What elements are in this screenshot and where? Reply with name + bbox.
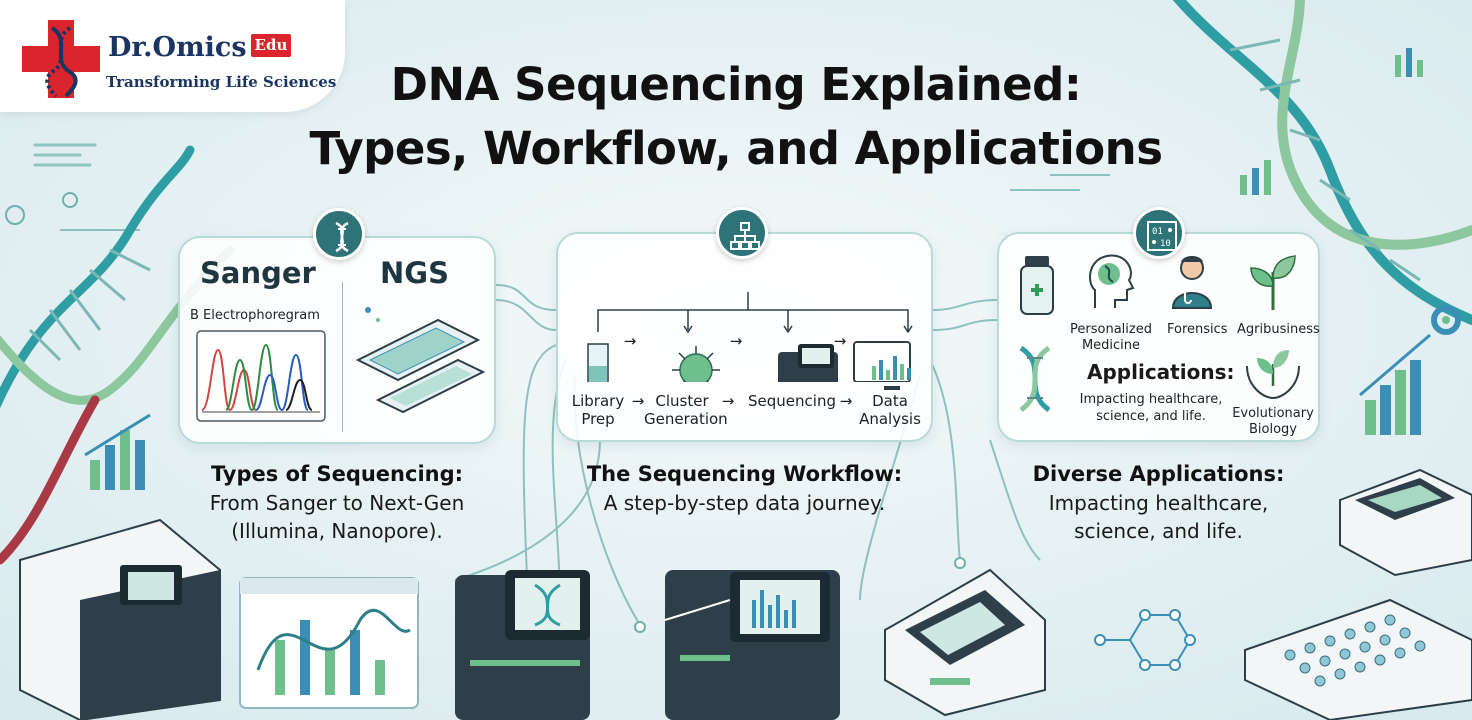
forensics-person-icon <box>1171 256 1213 309</box>
step-arrow-3: → <box>833 332 847 350</box>
page-title-line2: Types, Workflow, and Applications <box>309 122 1163 175</box>
sanger-label: Sanger <box>200 256 316 290</box>
electrophoregram-label: B Electrophoregram <box>190 308 320 323</box>
applications-panel: Personalized Medicine Forensics Agribusi… <box>997 232 1320 442</box>
workflow-caption-line1: A step-by-step data journey. <box>603 491 886 515</box>
applications-caption-line1: Impacting healthcare, <box>1048 491 1269 515</box>
svg-text:01: 01 <box>1152 227 1163 237</box>
applications-caption-line2: science, and life. <box>1074 519 1243 543</box>
logo-tagline: Transforming Life Sciences <box>106 73 337 91</box>
workflow-caption-heading: The Sequencing Workflow: <box>586 462 903 486</box>
types-caption-line2: (Illumina, Nanopore). <box>231 519 443 543</box>
step-cluster-generation: Cluster Generation <box>644 392 728 428</box>
electrophoregram-chart <box>196 330 326 422</box>
step-arrow-1: → <box>623 332 637 350</box>
step-data-analysis: Data Analysis <box>859 392 921 428</box>
applications-caption-heading: Diverse Applications: <box>1032 462 1285 486</box>
flow-cell-illustration <box>355 307 486 414</box>
applications-heading: Applications: <box>1087 360 1235 384</box>
personalized-medicine-icon <box>1089 254 1135 308</box>
dna-strand-icon <box>1019 346 1051 412</box>
types-panel: Sanger NGS B Electrophoregram <box>178 236 496 444</box>
step-arrow-2: → <box>729 332 743 350</box>
logo-brand: Dr.Omics <box>108 32 247 63</box>
step-arrow-6: → <box>839 392 853 410</box>
flowchart-icon <box>716 207 768 259</box>
svg-text:10: 10 <box>1160 239 1171 249</box>
agribusiness-plant-icon <box>1250 255 1296 310</box>
page-title-line1: DNA Sequencing Explained: <box>390 58 1082 111</box>
panel-divider <box>342 282 343 432</box>
evolutionary-biology-label: Evolutionary Biology <box>1232 406 1314 437</box>
workflow-panel: Library Prep Cluster Generation Sequenci… <box>556 232 933 442</box>
applications-text-line2: science, and life. <box>1096 409 1206 424</box>
step-library-prep: Library Prep <box>571 392 625 428</box>
step-arrow-4: → <box>631 392 645 410</box>
applications-text-line1: Impacting healthcare, <box>1079 392 1223 407</box>
step-arrow-5: → <box>721 392 735 410</box>
forensics-label: Forensics <box>1167 322 1228 337</box>
ngs-label: NGS <box>380 256 449 290</box>
evolutionary-biology-hands-icon <box>1246 350 1300 399</box>
step-sequencing: Sequencing <box>748 392 836 410</box>
agribusiness-label: Agribusiness <box>1237 322 1320 337</box>
personalized-medicine-label: Personalized Medicine <box>1070 322 1152 353</box>
dna-icon <box>313 208 365 260</box>
types-caption-line1: From Sanger to Next-Gen <box>209 491 465 515</box>
medical-cross-logo-icon <box>22 20 100 98</box>
monitor-chart-icon <box>872 356 911 390</box>
logo-edu-badge: Edu <box>250 34 292 57</box>
medicine-vial-icon <box>1020 256 1054 315</box>
types-caption-heading: Types of Sequencing: <box>210 462 464 486</box>
